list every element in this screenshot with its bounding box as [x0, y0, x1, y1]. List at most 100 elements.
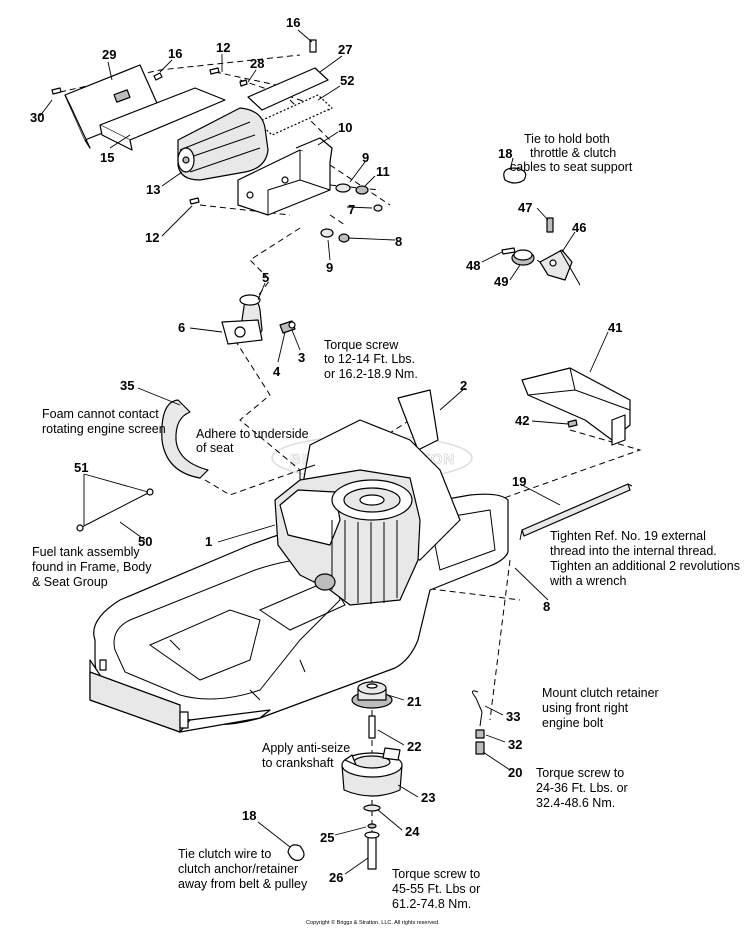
note-mount-clutch-1: Mount clutch retainer: [542, 686, 659, 700]
note-adhere-2: of seat: [196, 441, 234, 455]
part-41-seat-support: [521, 367, 631, 446]
callout-15: 15: [100, 150, 114, 165]
part-18-clutch-wire-tie: [287, 844, 305, 861]
callout-3: 3: [298, 350, 305, 365]
callout-52: 52: [340, 73, 354, 88]
callout-28: 28: [250, 56, 264, 71]
note-adhere-1: Adhere to underside: [196, 427, 309, 441]
callout-18: 18: [498, 146, 512, 161]
note-tie-cables-3: cables to seat support: [510, 160, 633, 174]
callout-6: 6: [178, 320, 185, 335]
part-1-engine: [274, 464, 421, 606]
note-anti-seize-2: to crankshaft: [262, 756, 334, 770]
note-tighten-2: thread into the internal thread.: [550, 544, 717, 558]
callout-16: 16: [168, 46, 182, 61]
callout-4: 4: [273, 364, 281, 379]
part-32-spacer: [475, 729, 485, 739]
callout-27: 27: [338, 42, 352, 57]
note-tighten-4: with a wrench: [549, 574, 626, 588]
callout-47: 47: [518, 200, 532, 215]
note-torque-26-1: Torque screw to: [392, 867, 480, 881]
callout-2: 2: [460, 378, 467, 393]
callout-7: 7: [348, 202, 355, 217]
callout-33: 33: [506, 709, 520, 724]
part-47-screw: [546, 217, 554, 233]
callout-30: 30: [30, 110, 44, 125]
part-50-rod: [76, 488, 154, 532]
note-tie-clutch-2: clutch anchor/retainer: [178, 862, 298, 876]
note-mount-clutch-3: engine bolt: [542, 716, 604, 730]
callout-12: 12: [216, 40, 230, 55]
note-tie-clutch-3: away from belt & pulley: [178, 877, 308, 891]
part-27-plate: [247, 67, 329, 111]
callout-12: 12: [145, 230, 159, 245]
callout-13: 13: [146, 182, 160, 197]
note-tie-cables-2: throttle & clutch: [530, 146, 616, 160]
callout-50: 50: [138, 534, 152, 549]
part-49-knob: [511, 249, 535, 266]
note-torque-exhaust-1: Torque screw: [324, 338, 399, 352]
note-torque-26-2: 45-55 Ft. Lbs or: [392, 882, 480, 896]
part-3-4-screw: [279, 320, 296, 334]
note-torque-20-3: 32.4-48.6 Nm.: [536, 796, 615, 810]
note-anti-seize-1: Apply anti-seize: [262, 741, 350, 755]
note-foam-2: rotating engine screen: [42, 422, 166, 436]
callout-1: 1: [205, 534, 212, 549]
callout-35: 35: [120, 378, 134, 393]
notes: Tie to hold both throttle & clutch cable…: [32, 132, 740, 911]
part-33-clutch-retainer: [472, 690, 483, 727]
part-48-screw: [501, 247, 516, 255]
part-46-throttle-bracket: [539, 249, 581, 286]
callout-numbers: 16 12 28 27 29 16 30 52 15 10 13 9 11 7 …: [30, 15, 622, 885]
callout-46: 46: [572, 220, 586, 235]
callout-9: 9: [362, 150, 369, 165]
callout-48: 48: [466, 258, 480, 273]
part-20-screw: [475, 741, 485, 755]
callout-5: 5: [262, 270, 269, 285]
note-torque-20-2: 24-36 Ft. Lbs. or: [536, 781, 628, 795]
note-fuel-tank-1: Fuel tank assembly: [32, 545, 140, 559]
part-2-shield: [397, 389, 439, 451]
note-tie-cables-1: Tie to hold both: [524, 132, 610, 146]
callout-20: 20: [508, 765, 522, 780]
callout-19: 19: [512, 474, 526, 489]
callout-51: 51: [74, 460, 88, 475]
part-24-25-washer: [363, 804, 381, 829]
callout-32: 32: [508, 737, 522, 752]
note-fuel-tank-2: found in Frame, Body: [32, 560, 152, 574]
callout-41: 41: [608, 320, 622, 335]
part-19-rod: [519, 483, 633, 541]
note-tie-clutch-1: Tie clutch wire to: [178, 847, 271, 861]
note-tighten-1: Tighten Ref. No. 19 external: [550, 529, 706, 543]
part-13-muffler: [177, 107, 269, 181]
callout-9: 9: [326, 260, 333, 275]
callout-8: 8: [543, 599, 550, 614]
note-torque-exhaust-2: to 12-14 Ft. Lbs.: [324, 352, 415, 366]
callout-29: 29: [102, 47, 116, 62]
part-23-clutch: [341, 747, 403, 797]
part-42-screw: [567, 419, 578, 428]
note-fuel-tank-3: & Seat Group: [32, 575, 108, 589]
note-torque-exhaust-3: or 16.2-18.9 Nm.: [324, 367, 418, 381]
note-foam-1: Foam cannot contact: [42, 407, 159, 421]
note-torque-20-1: Torque screw to: [536, 766, 624, 780]
callout-49: 49: [494, 274, 508, 289]
callout-42: 42: [515, 413, 529, 428]
note-torque-26-3: 61.2-74.8 Nm.: [392, 897, 471, 911]
callout-16: 16: [286, 15, 300, 30]
part-6-gasket: [221, 319, 263, 345]
callout-23: 23: [421, 790, 435, 805]
part-18-cable-tie: [503, 167, 527, 184]
callout-22: 22: [407, 739, 421, 754]
note-tighten-3: Tighten an additional 2 revolutions: [550, 559, 740, 573]
part-10-mount-bracket: [237, 137, 333, 216]
part-15-bracket: [99, 87, 226, 151]
part-21-pulley: [351, 681, 393, 709]
callout-21: 21: [407, 694, 421, 709]
callout-10: 10: [338, 120, 352, 135]
callout-8: 8: [395, 234, 402, 249]
hardware-washers-nuts: [51, 39, 383, 243]
part-52-gasket: [257, 94, 333, 136]
callout-24: 24: [405, 824, 420, 839]
